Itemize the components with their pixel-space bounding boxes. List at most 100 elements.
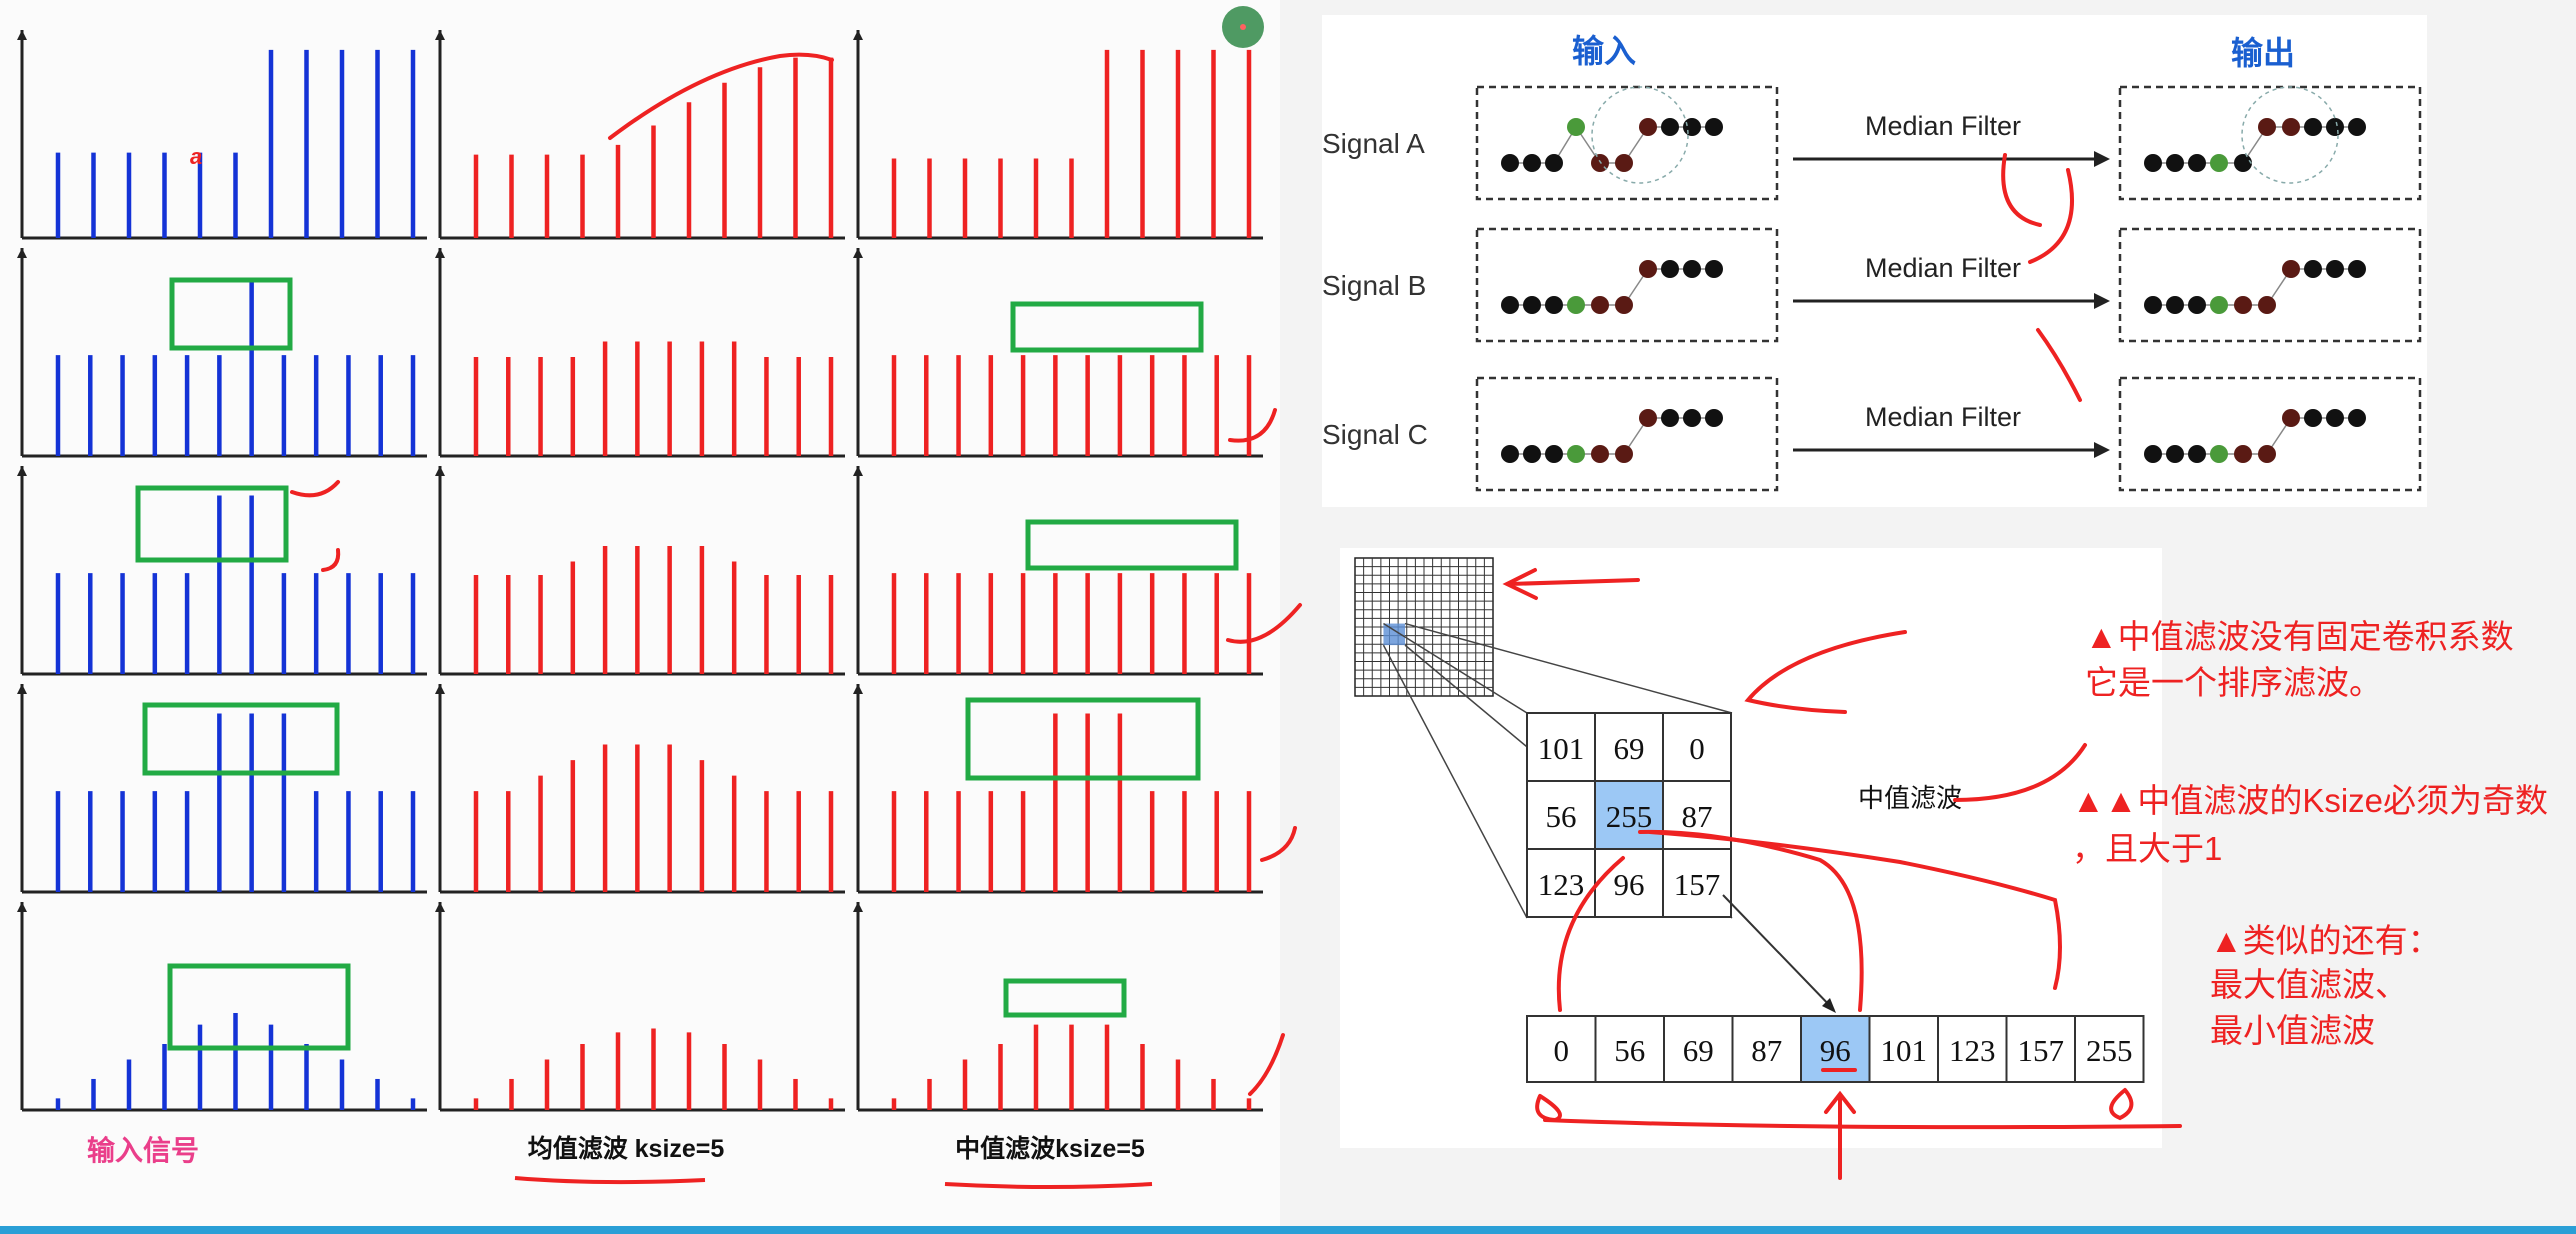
input-signal-box <box>1475 85 1779 201</box>
stem-plot-mean-row4 <box>435 684 845 894</box>
signal-dot <box>2348 260 2366 278</box>
sorted-cell-7: 123 <box>1937 1015 2008 1083</box>
signal-dot <box>1615 296 1633 314</box>
sorted-underline <box>1543 1118 2182 1130</box>
highlight-box-3 <box>135 485 289 563</box>
hand-loop-left <box>1556 856 1625 1012</box>
hand-loop-mid <box>1638 829 1864 1012</box>
sorted-cell-4: 87 <box>1731 1015 1802 1083</box>
matrix-cell-3-3: 157 <box>1662 848 1732 918</box>
stem-plot-median-row3 <box>853 466 1263 676</box>
signal-dot <box>2258 118 2276 136</box>
highlight-box-1 <box>169 277 293 351</box>
signal-dot <box>2348 118 2366 136</box>
matrix-cell-2-1: 56 <box>1526 780 1596 850</box>
sorted-value: 255 <box>2086 1033 2133 1068</box>
matrix-cell-2-2: 255 <box>1594 780 1664 850</box>
filter-arrow-head-icon <box>2094 442 2110 458</box>
note3-line3: 最小值滤波 <box>2210 1012 2375 1049</box>
signal-dot <box>2166 154 2184 172</box>
matrix-value: 101 <box>1538 731 1585 766</box>
matrix-value: 96 <box>1614 867 1645 902</box>
input-signal-box <box>1475 227 1779 343</box>
output-signal-box <box>2118 376 2422 492</box>
sorted-value: 69 <box>1683 1033 1714 1068</box>
y-axis-arrow-icon <box>853 902 863 912</box>
sorted-cell-6: 101 <box>1868 1015 1939 1083</box>
signal-dot <box>2326 260 2344 278</box>
stem-plot-median-row1 <box>853 30 1263 240</box>
input-signal-label: 输入信号 <box>87 1134 199 1166</box>
signal-dot <box>1683 260 1701 278</box>
signal-dot <box>1545 154 1563 172</box>
median-pointer-head-icon <box>1822 998 1836 1013</box>
grid-arrow-head <box>1502 568 1538 600</box>
note1-line1: ▲中值滤波没有固定卷积系数 <box>2085 618 2514 655</box>
check-mark-1 <box>1228 408 1277 443</box>
matrix-value: 255 <box>1606 799 1653 834</box>
grid-arrow-line <box>1508 578 1640 586</box>
signal-dot <box>2304 118 2322 136</box>
stem-plot-median-row4 <box>853 684 1263 894</box>
highlight-box-6 <box>965 697 1201 781</box>
y-axis-arrow-icon <box>435 684 445 694</box>
stem-grid: a <box>17 30 1263 1112</box>
signal-dot <box>1567 118 1585 136</box>
tick-lower <box>321 548 341 572</box>
signal-dot <box>2348 409 2366 427</box>
y-axis-arrow-icon <box>17 248 27 258</box>
signal-dot <box>2282 260 2300 278</box>
matrix-arrow-curve <box>1744 630 1907 714</box>
window-bottom-border <box>0 1226 2576 1234</box>
y-axis-arrow-icon <box>435 902 445 912</box>
signal-dot <box>2234 296 2252 314</box>
signal-dot <box>1523 154 1541 172</box>
matrix-value: 56 <box>1546 799 1577 834</box>
signal-dot <box>1615 445 1633 463</box>
tick-upper <box>290 480 340 498</box>
signal-dot <box>1567 296 1585 314</box>
check-mark-3 <box>1260 826 1297 862</box>
stem-plot-input-row4 <box>17 684 427 894</box>
output-signal-box <box>2118 85 2422 201</box>
filter-arrow-head-icon <box>2094 293 2110 309</box>
matrix-cell-1-2: 69 <box>1594 712 1664 782</box>
median-filter-side-label: 中值滤波 <box>1858 783 1962 813</box>
matrix-cell-1-3: 0 <box>1662 712 1732 782</box>
sorted-value: 96 <box>1820 1033 1851 1068</box>
sorted-cell-8: 157 <box>2005 1015 2076 1083</box>
matrix-cell-3-1: 123 <box>1526 848 1596 918</box>
y-axis-arrow-icon <box>435 30 445 40</box>
y-axis-arrow-icon <box>17 902 27 912</box>
sorted-value: 87 <box>1751 1033 1782 1068</box>
signal-dot <box>2166 445 2184 463</box>
median-filter-arrow-label: Median Filter <box>1865 111 2021 141</box>
signal-diagram-panel <box>1322 15 2427 507</box>
stem-plot-input-row5 <box>17 902 427 1112</box>
signal-dot <box>1683 409 1701 427</box>
image-grid-icon <box>1354 557 1494 697</box>
signal-dot <box>2188 296 2206 314</box>
window-circle-icon <box>1591 86 1689 184</box>
signal-name: Signal B <box>1322 270 1426 301</box>
matrix-cell-1-1: 101 <box>1526 712 1596 782</box>
output-bracket-a <box>2001 153 2042 227</box>
stem-plot-mean-row3 <box>435 466 845 676</box>
sorted-value: 101 <box>1881 1033 1928 1068</box>
signal-dot <box>1705 409 1723 427</box>
check-mark-4 <box>1248 1033 1285 1096</box>
signal-dot <box>1639 118 1657 136</box>
matrix-value: 0 <box>1689 731 1705 766</box>
signal-dot <box>2234 445 2252 463</box>
signal-dot <box>1501 445 1519 463</box>
y-axis-arrow-icon <box>17 466 27 476</box>
matrix-value: 69 <box>1614 731 1645 766</box>
stem-plot-median-row5 <box>853 902 1263 1112</box>
sorted-cell-2: 56 <box>1594 1015 1665 1083</box>
signal-dot <box>2210 296 2228 314</box>
signal-dot <box>2258 445 2276 463</box>
